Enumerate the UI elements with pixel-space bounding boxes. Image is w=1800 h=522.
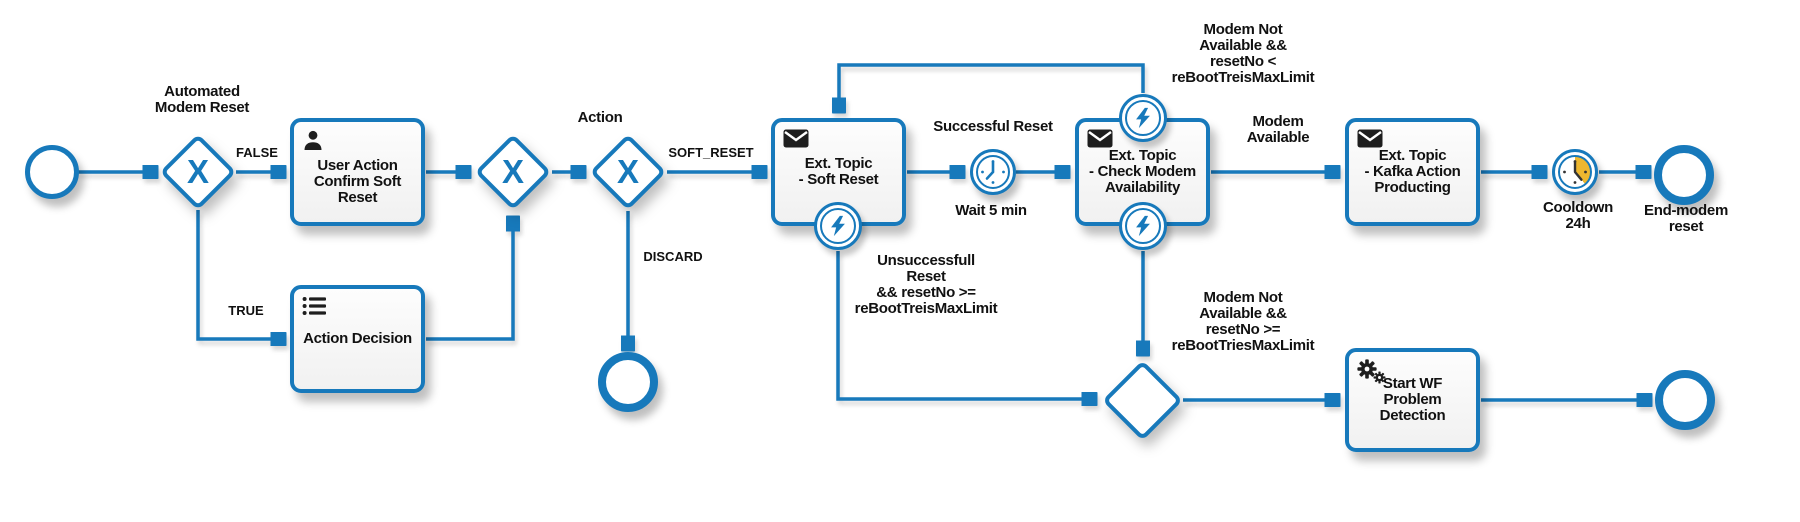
gateway-automated-modem-reset[interactable]: X xyxy=(159,133,237,211)
xor-marker: X xyxy=(501,153,524,190)
timer-cooldown-24h[interactable] xyxy=(1552,149,1598,195)
edge-label-soft-reset: SOFT_RESET xyxy=(668,145,754,160)
clock-icon xyxy=(1563,160,1587,184)
task-label: Ext. Topic - Soft Reset xyxy=(798,155,879,188)
message-icon xyxy=(1087,129,1113,153)
boundary-inner-ring xyxy=(820,208,856,244)
boundary-inner-ring xyxy=(1125,100,1161,136)
task-user-action-confirm-soft-reset[interactable]: User Action Confirm Soft Reset xyxy=(290,118,425,226)
end-event-problem-detection[interactable] xyxy=(1655,370,1715,430)
task-label: User Action Confirm Soft Reset xyxy=(313,157,402,206)
flow-actiondecision-to-merge xyxy=(426,217,513,341)
gateway-action[interactable]: X xyxy=(589,133,667,211)
edge-label-unsuccessful: Unsuccessfull Reset && resetNo >= reBoot… xyxy=(854,252,998,317)
timer-wait-label: Wait 5 min xyxy=(955,202,1027,219)
gateway-action-label: Action xyxy=(577,109,623,126)
gears-icon xyxy=(1357,359,1387,391)
timer-wait-5-min[interactable] xyxy=(970,149,1016,195)
message-icon xyxy=(1357,129,1383,153)
end-event-discard[interactable] xyxy=(598,352,658,412)
user-icon xyxy=(302,129,324,156)
flow-unsuccessful xyxy=(836,251,1096,399)
task-label: Start WF Problem Detection xyxy=(1379,375,1446,424)
task-ext-topic-kafka-action-producting[interactable]: Ext. Topic - Kafka Action Producting xyxy=(1345,118,1480,226)
task-label: Ext. Topic - Check Modem Availability xyxy=(1089,147,1196,196)
edge-label-successful-reset: Successful Reset xyxy=(933,118,1053,135)
task-label: Action Decision xyxy=(303,330,412,347)
message-icon xyxy=(783,129,809,153)
gateway-automated-label: Automated Modem Reset xyxy=(154,83,250,116)
task-action-decision[interactable]: Action Decision xyxy=(290,285,425,393)
start-event[interactable] xyxy=(25,145,79,199)
flow-true xyxy=(196,210,285,339)
boundary-event-check-modem-bottom[interactable] xyxy=(1119,202,1167,250)
flow-loop-back xyxy=(839,63,1145,112)
edge-label-exceeded-condition: Modem Not Available && resetNo >= reBoot… xyxy=(1171,289,1315,354)
boundary-event-check-modem-top[interactable] xyxy=(1119,94,1167,142)
xor-marker: X xyxy=(186,153,209,190)
edge-label-discard: DISCARD xyxy=(643,249,703,264)
list-icon xyxy=(302,296,328,321)
edge-label-loop-condition: Modem Not Available && resetNo < reBootT… xyxy=(1171,21,1315,86)
edge-label-modem-available: Modem Available xyxy=(1246,113,1310,146)
task-start-wf-problem-detection[interactable]: Start WF Problem Detection xyxy=(1345,348,1480,452)
edge-label-true: TRUE xyxy=(228,303,264,318)
boundary-event-soft-reset[interactable] xyxy=(814,202,862,250)
gateway-merge[interactable]: X xyxy=(474,133,552,211)
xor-marker: X xyxy=(616,153,639,190)
gateway-problem-merge[interactable] xyxy=(1101,359,1183,441)
end-event-modem-reset[interactable] xyxy=(1654,145,1714,205)
gateway-diamond xyxy=(1101,359,1183,441)
boundary-inner-ring xyxy=(1125,208,1161,244)
task-label: Ext. Topic - Kafka Action Producting xyxy=(1364,147,1461,196)
timer-cooldown-label: Cooldown 24h xyxy=(1542,199,1614,232)
clock-icon xyxy=(981,160,1005,184)
end-modem-reset-label: End-modem reset xyxy=(1644,202,1728,235)
edge-label-false: FALSE xyxy=(236,145,278,160)
